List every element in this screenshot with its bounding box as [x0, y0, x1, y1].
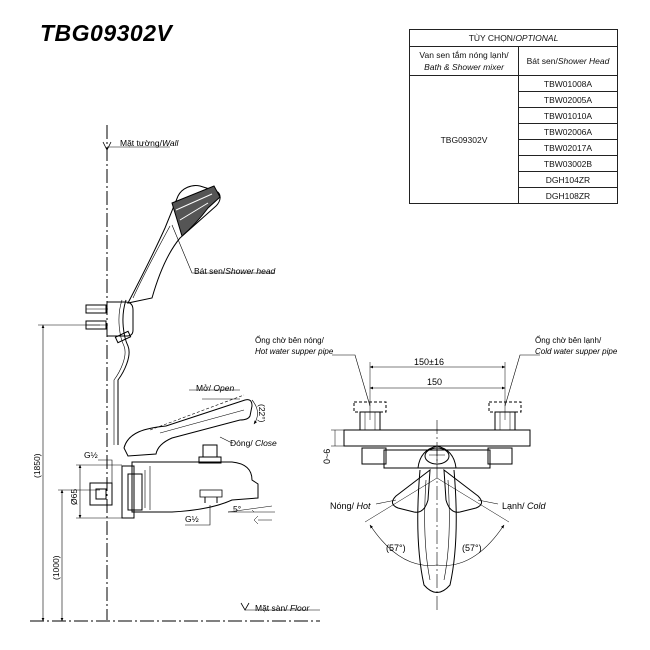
front-spout: [417, 469, 457, 593]
pipe-span-label: 150: [427, 377, 442, 387]
col-mixer-header: Van sen tắm nóng lạnh/Bath & Shower mixe…: [409, 46, 519, 76]
floor-label: Mặt sàn/ Floor: [255, 603, 311, 613]
cold-pipe-label-vi: Ống chờ bên lạnh/: [535, 335, 602, 345]
pipe-span-tol-label: 150±16: [414, 357, 444, 367]
cold-handle: [443, 468, 482, 513]
open-label: Mở/ Open: [196, 383, 234, 393]
options-table: TÙY CHỌN/OPTIONAL Van sen tắm nóng lạnh/…: [409, 29, 618, 204]
shower-head-label: Bát sen/Shower head: [194, 266, 276, 276]
side-view: [30, 125, 320, 622]
front-mixer-body: [383, 449, 491, 469]
hot-handle: [392, 468, 431, 513]
pipe-dia-label: Ø65: [69, 489, 79, 505]
rotate-right-label: (57°): [462, 543, 482, 553]
shower-hose: [117, 299, 130, 445]
front-view: [331, 354, 540, 610]
shower-face: [171, 185, 221, 237]
handle-angle-label: (22°): [257, 404, 267, 423]
mixer-model-cell: TBG09302V: [409, 75, 519, 204]
spout-angle-label: 5°: [233, 504, 241, 514]
wall-plate: [89, 482, 113, 506]
thread-bottom-label: G½: [185, 514, 199, 524]
thread-top-label: G½: [84, 450, 98, 460]
hot-pipe-label-vi: Ống chờ bên nóng/: [255, 335, 325, 345]
wall-label: Mặt tường/Wall: [120, 138, 179, 148]
lever-handle: [123, 399, 253, 457]
showerhead-code: DGH108ZR: [518, 187, 618, 204]
close-label: Đóng/ Close: [230, 438, 277, 448]
offset-label: 0~6: [322, 449, 332, 464]
mixer-body: [131, 461, 259, 513]
hot-pipe-label-en: Hot water supper pipe: [255, 347, 334, 356]
model-title: TBG09302V: [40, 20, 173, 46]
height-mixer-label: (1000): [51, 555, 61, 580]
height-total-label: (1850): [32, 453, 42, 478]
cold-pipe-label-en: Cold water supper pipe: [535, 347, 618, 356]
cold-label: Lạnh/ Cold: [502, 501, 547, 511]
rotate-left-label: (57°): [386, 543, 406, 553]
hot-label: Nóng/ Hot: [330, 501, 371, 511]
